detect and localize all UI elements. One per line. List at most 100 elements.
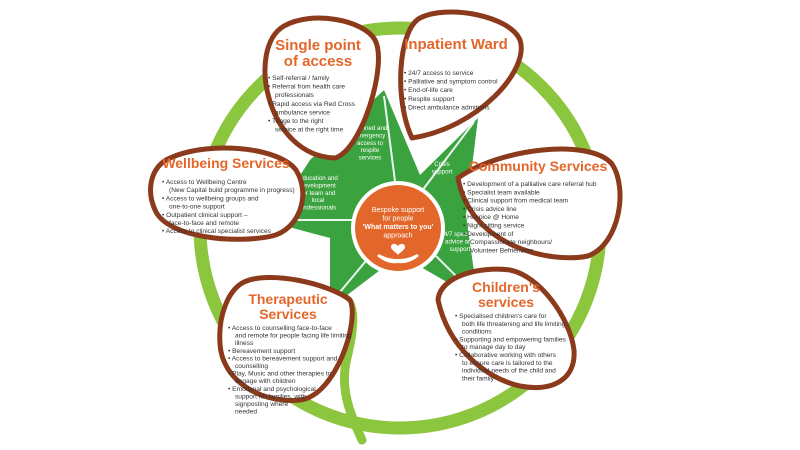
text-line: • Specialist team available [463, 189, 540, 196]
text-line: and remote for people facing life limiti… [235, 333, 352, 340]
text-line: • Respite support [404, 96, 454, 103]
text-line: • End-of-life care [404, 87, 453, 94]
text-line: both life threatening and life limiting [462, 321, 566, 328]
text-line: services [359, 155, 382, 162]
text-line: • Triage to the right [268, 118, 324, 125]
text-line: Planned and [353, 125, 388, 132]
text-line: • Night sitting service [463, 223, 525, 230]
text-line: local [312, 197, 325, 204]
text-line: clinical team [293, 266, 327, 273]
text-line: conditions [462, 329, 492, 336]
text-line: Case [425, 293, 440, 300]
text-line: engage with children [235, 378, 296, 385]
text-line: Education and [298, 175, 338, 182]
petal-community-services-list: • Development of a palliative care refer… [463, 181, 597, 254]
text-line: ambulance service [275, 109, 330, 116]
text-line: Children's [472, 279, 540, 295]
text-line: • Self-referral / family [268, 75, 330, 82]
text-line: Volunteer Befrienders [470, 247, 534, 254]
text-line: Inpatient Ward [404, 36, 508, 53]
text-line: • Development of [463, 231, 513, 238]
text-line: • Access to bereavement support and [228, 355, 338, 362]
text-line: • Specialised children's care for [455, 313, 547, 320]
petal-inpatient-ward-title: Inpatient Ward [404, 36, 508, 53]
petal-single-point-list: • Self-referral / family • Referral from … [268, 75, 356, 134]
petal-wellbeing-services: Wellbeing Services • Access to Wellbeing… [148, 145, 306, 242]
text-line: • Bereavement support [228, 348, 295, 355]
center-circle [355, 185, 441, 271]
text-line: 24/7 specialist [440, 231, 479, 238]
text-line: illness [235, 340, 254, 347]
petal-inpatient-ward: Inpatient Ward • 24/7 access to service•… [398, 9, 524, 141]
text-line: • Emotional and psychological [228, 386, 316, 393]
text-line: professionals [275, 92, 315, 99]
text-line: • Access to wellbeing groups and [162, 195, 259, 202]
text-line: for team and [301, 190, 336, 197]
text-line: Compassionate neighbours/ [470, 239, 552, 246]
text-line: • Direct ambulance admitions [404, 104, 490, 111]
text-line: counselling [235, 363, 268, 370]
petal-inpatient-ward-list: • 24/7 access to service • Palliative and… [404, 70, 498, 111]
text-line: development [300, 182, 336, 189]
text-line: • Outpatient clinical support – [162, 212, 248, 219]
text-line: emergency [355, 132, 387, 139]
text-line: face-to-face and remote [169, 220, 239, 227]
text-line: one-to-one support [169, 204, 225, 211]
petal-wellbeing-services-title: Wellbeing Services [162, 155, 290, 171]
text-line: Face-to-face [293, 251, 328, 258]
text-line: • Supporting and empowering families [455, 336, 567, 343]
text-line: • Access to Wellbeing Centre [162, 179, 247, 186]
text-line: • Collaborative working with others [455, 352, 557, 359]
text-line: to ensure care is tailored to the [462, 360, 553, 367]
text-line: Single point [275, 37, 361, 54]
text-line: • Palliative and symptom control [404, 79, 498, 86]
text-line: respite [361, 147, 380, 154]
text-line: support [432, 168, 453, 175]
text-line: their family [462, 375, 495, 382]
text-line: access to [357, 140, 384, 147]
text-line: needed [235, 409, 257, 416]
text-line: • Access to clinical specialist services [162, 228, 272, 235]
text-line: of access [284, 53, 352, 70]
text-line: service at the right time [275, 127, 343, 134]
text-line: • Play, Music and other therapies to [228, 371, 332, 378]
text-line: managment [416, 300, 449, 307]
text-line: • Rapid access via Red Cross [268, 101, 356, 108]
text-line: individual needs of the child and [462, 368, 556, 375]
text-line: access for [370, 290, 398, 297]
text-line: services [478, 294, 534, 310]
hands-heart-icon [377, 243, 419, 264]
text-line: • Crisis advice line [463, 206, 517, 213]
text-line: • Access to counselling face-to-face [228, 325, 332, 332]
text-line: • Hospice @ Home [463, 214, 519, 221]
text-line: • Development of a palliative care refer… [463, 181, 597, 188]
text-line: and remote by [290, 258, 330, 265]
petal-wellbeing-services-list: • Access to Wellbeing Centre(New Capital… [162, 179, 295, 235]
text-line: • Clinical support from medical team [463, 198, 569, 205]
text-line: Fast Track [370, 283, 400, 290]
text-line: priority needs [365, 298, 402, 305]
text-line: Community Services [469, 158, 608, 174]
text-line: Wellbeing Services [162, 155, 290, 171]
text-line: 'What matters to you' [363, 224, 434, 231]
text-line: advice and [445, 238, 475, 245]
text-line: • Referral from health care [268, 84, 345, 91]
petal-community-services-title: Community Services [469, 158, 608, 174]
text-line: via an MDT [416, 308, 448, 315]
text-line: • 24/7 access to service [404, 70, 474, 77]
